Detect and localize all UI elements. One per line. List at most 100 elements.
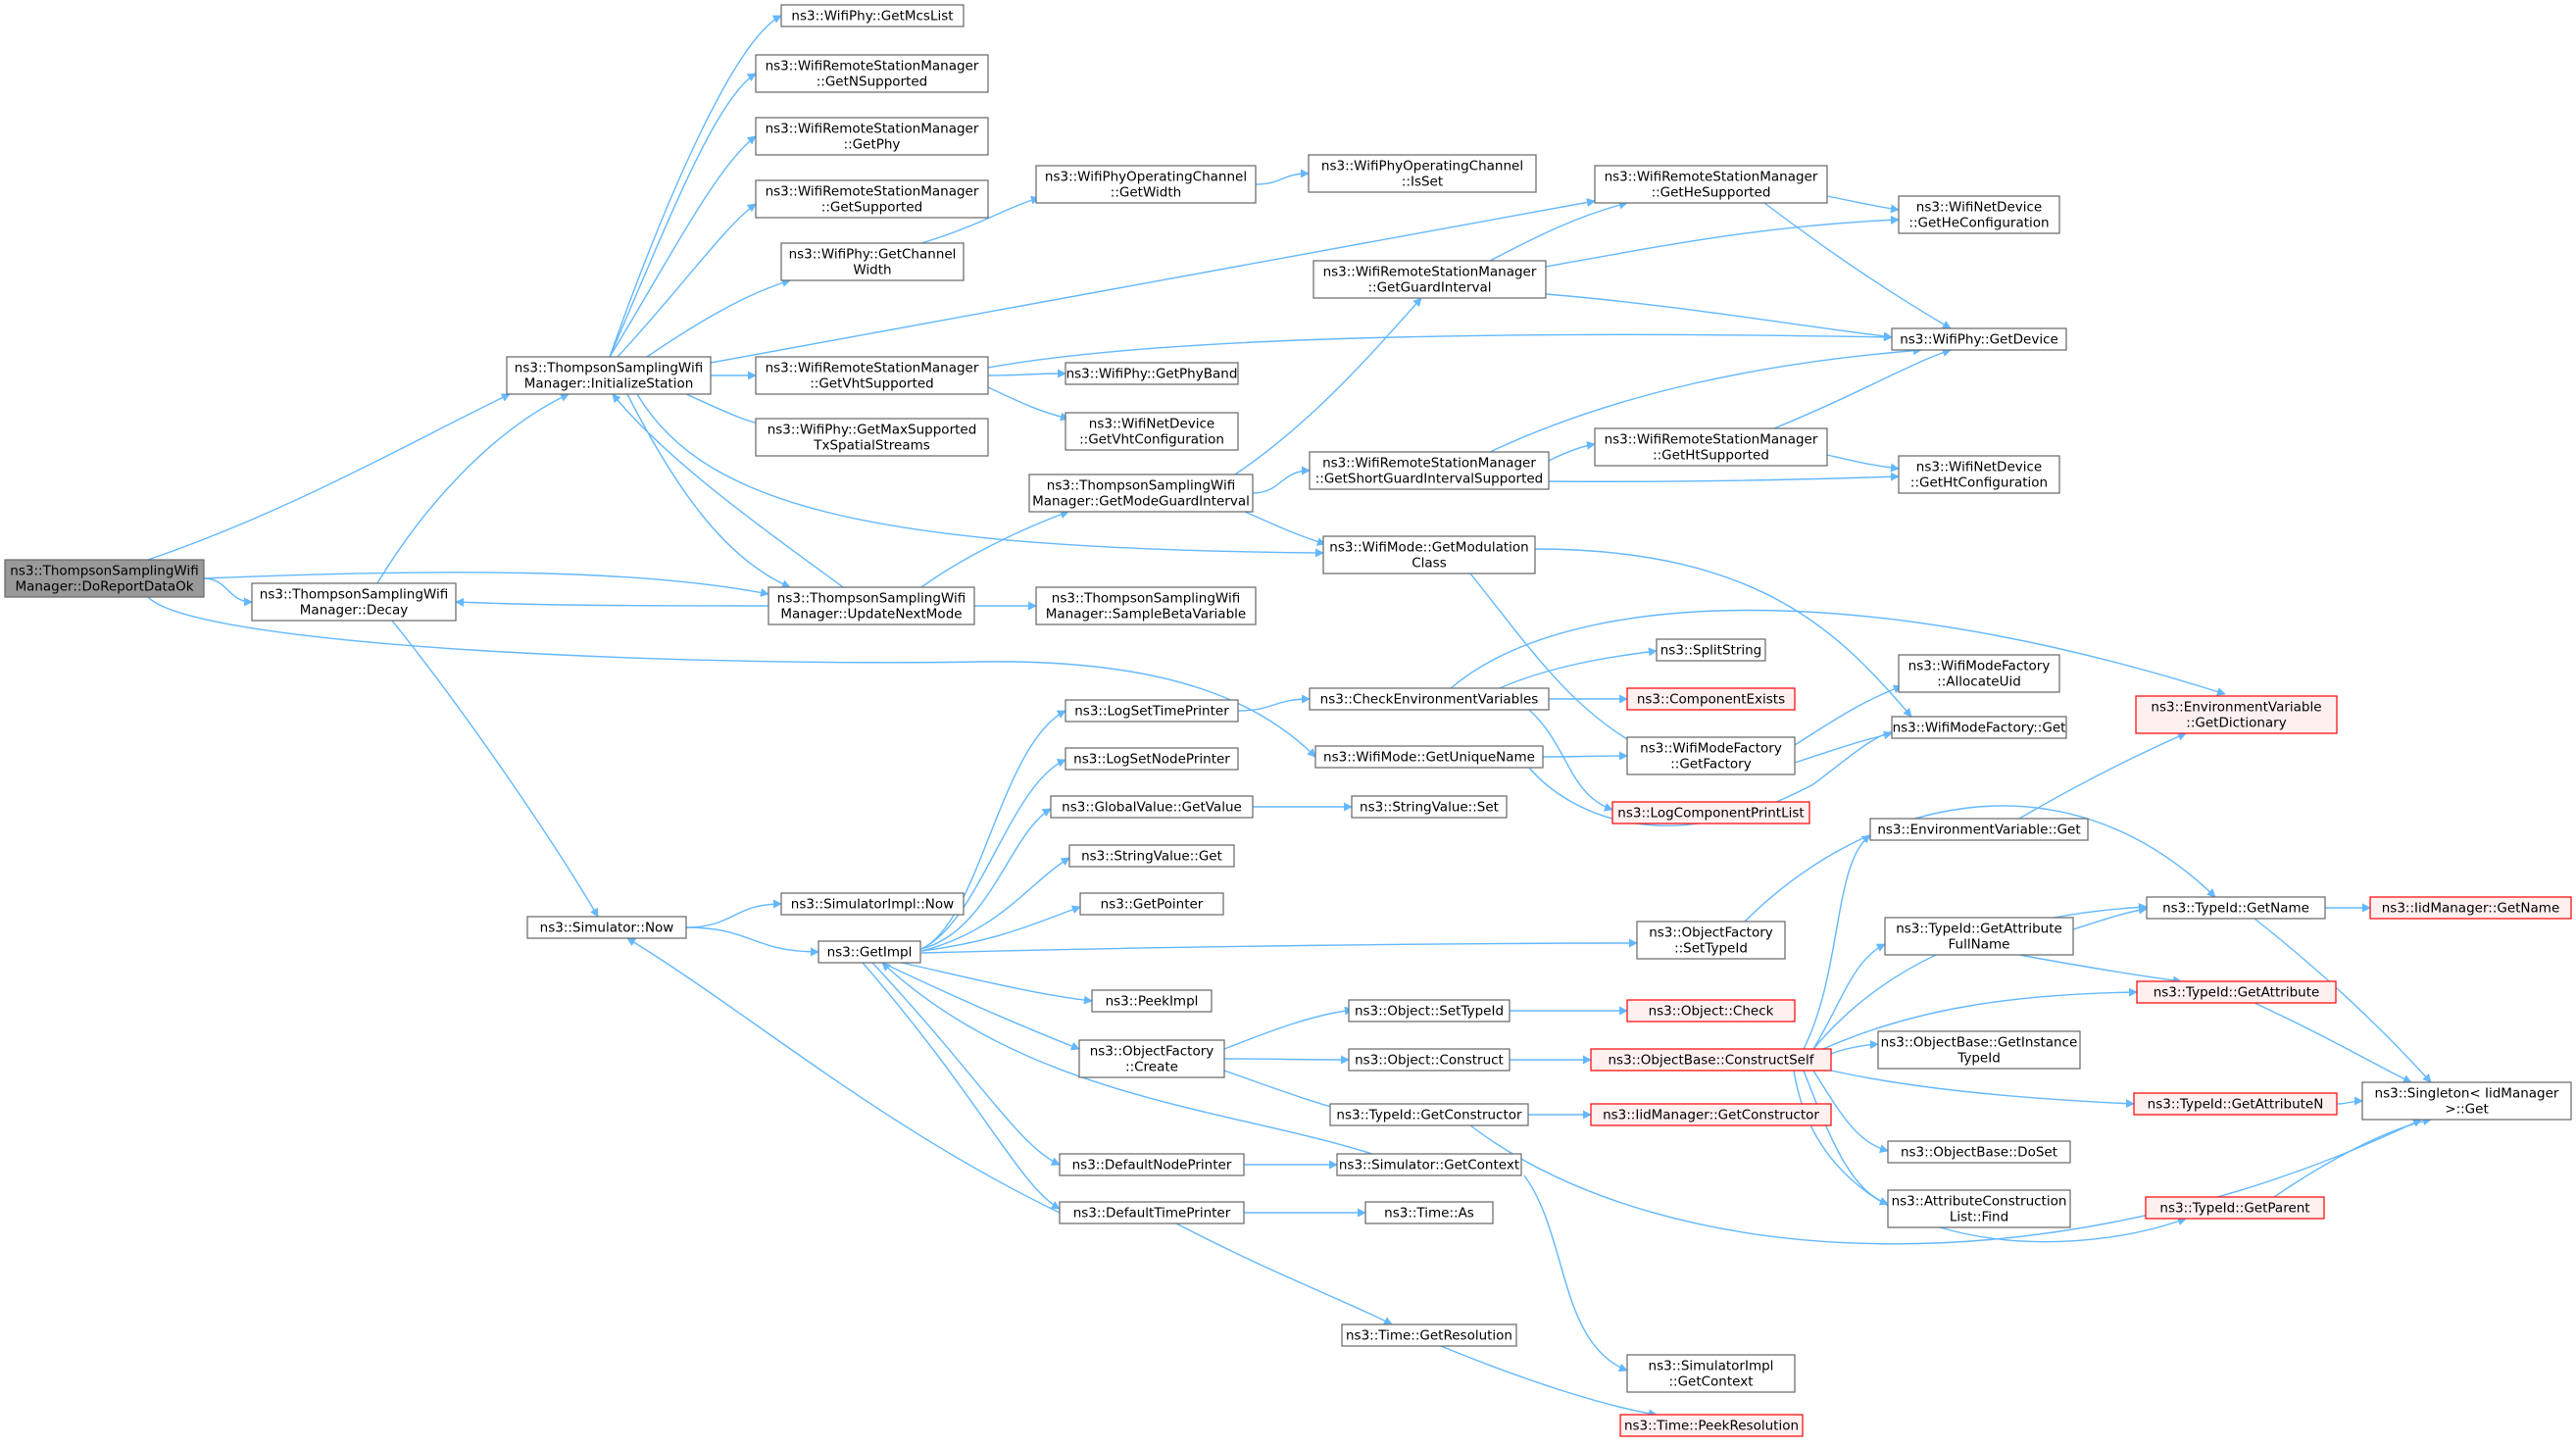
node-getphy[interactable]: ns3::WifiRemoteStationManager::GetPhy [755, 117, 989, 156]
node-logsettime[interactable]: ns3::LogSetTimePrinter [1065, 699, 1239, 723]
node-label: ns3::ThompsonSamplingWifi [260, 587, 448, 603]
node-getmodegi[interactable]: ns3::ThompsonSamplingWifiManager::GetMod… [1028, 474, 1254, 513]
node-envgetdict[interactable]: ns3::EnvironmentVariable::GetDictionary [2135, 695, 2338, 734]
node-maxss[interactable]: ns3::WifiPhy::GetMaxSupportedTxSpatialSt… [755, 418, 989, 457]
node-label: ns3::TypeId::GetAttribute [1896, 922, 2062, 937]
node-getphyband[interactable]: ns3::WifiPhy::GetPhyBand [1065, 362, 1239, 385]
node-simimplnow[interactable]: ns3::SimulatorImpl::Now [780, 892, 965, 916]
node-label: ns3::GetPointer [1101, 897, 1204, 913]
node-simimplctx[interactable]: ns3::SimulatorImpl::GetContext [1626, 1354, 1796, 1393]
node-label: ns3::WifiNetDevice [1916, 460, 2042, 475]
node-getvht[interactable]: ns3::WifiRemoteStationManager::GetVhtSup… [755, 356, 989, 395]
node-gethesup[interactable]: ns3::WifiRemoteStationManager::GetHeSupp… [1594, 165, 1828, 204]
node-samplebeta[interactable]: ns3::ThompsonSamplingWifiManager::Sample… [1035, 586, 1257, 625]
node-label: ns3::WifiPhy::GetChannel [789, 247, 957, 263]
nodes-layer: ns3::ThompsonSamplingWifiManager::DoRepo… [4, 4, 2572, 1437]
node-updnext[interactable]: ns3::ThompsonSamplingWifiManager::Update… [768, 586, 975, 625]
node-doreport[interactable]: ns3::ThompsonSamplingWifiManager::DoRepo… [4, 559, 205, 598]
node-timegetres[interactable]: ns3::Time::GetResolution [1341, 1323, 1517, 1347]
node-box [1314, 745, 1544, 769]
node-logcompprn[interactable]: ns3::LogComponentPrintList [1611, 801, 1810, 824]
node-simgetctx[interactable]: ns3::Simulator::GetContext [1336, 1153, 1522, 1176]
node-box [1884, 917, 2074, 956]
node-simnow[interactable]: ns3::Simulator::Now [526, 916, 687, 939]
node-tidgetattrn[interactable]: ns3::TypeId::GetAttributeN [2133, 1092, 2338, 1116]
node-gethtsup[interactable]: ns3::WifiRemoteStationManager::GetHtSupp… [1594, 427, 1828, 467]
node-tidgetattr[interactable]: ns3::TypeId::GetAttribute [2136, 980, 2337, 1004]
node-label: ns3::ThompsonSamplingWifi [777, 591, 966, 607]
node-objcheck[interactable]: ns3::Object::Check [1626, 999, 1796, 1023]
node-getpointer[interactable]: ns3::GetPointer [1079, 892, 1224, 916]
node-getfactory[interactable]: ns3::WifiModeFactory::GetFactory [1626, 736, 1796, 775]
node-envget[interactable]: ns3::EnvironmentVariable::Get [1869, 818, 2089, 841]
node-checkenv[interactable]: ns3::CheckEnvironmentVariables [1309, 687, 1550, 711]
node-getgi[interactable]: ns3::WifiRemoteStationManager::GetGuardI… [1313, 260, 1547, 299]
node-ofsettid[interactable]: ns3::ObjectFactory::SetTypeId [1636, 921, 1786, 960]
node-initsta[interactable]: ns3::ThompsonSamplingWifiManager::Initia… [506, 356, 712, 395]
node-allocuid[interactable]: ns3::WifiModeFactory::AllocateUid [1898, 654, 2060, 693]
node-label: Manager::Decay [300, 603, 408, 619]
node-label: ns3::CheckEnvironmentVariables [1320, 692, 1539, 708]
node-splitstr[interactable]: ns3::SplitString [1656, 638, 1766, 662]
node-getuname[interactable]: ns3::WifiMode::GetUniqueName [1314, 745, 1544, 769]
node-getnsup[interactable]: ns3::WifiRemoteStationManager::GetNSuppo… [755, 54, 989, 93]
node-label: ::GetHtConfiguration [1910, 475, 2048, 491]
node-box [1035, 165, 1257, 204]
edge-getmodegi-to-getsgi [1252, 466, 1311, 494]
node-getimpl[interactable]: ns3::GetImpl [817, 940, 921, 964]
node-label: ns3::TypeId::GetName [2162, 901, 2309, 917]
node-box [1656, 638, 1766, 662]
node-phygetdev[interactable]: ns3::WifiPhy::GetDevice [1891, 327, 2067, 351]
node-tidgetctor[interactable]: ns3::TypeId::GetConstructor [1329, 1103, 1529, 1126]
node-logsetnode[interactable]: ns3::LogSetNodePrinter [1065, 747, 1239, 771]
edge-getvht-to-phygetdev [987, 332, 1893, 369]
edge-logsettime-to-checkenv [1237, 694, 1311, 712]
node-getsgi[interactable]: ns3::WifiRemoteStationManager::GetShortG… [1309, 451, 1550, 490]
node-gethtcfg[interactable]: ns3::WifiNetDevice::GetHtConfiguration [1898, 455, 2060, 494]
node-strvget[interactable]: ns3::StringValue::Get [1068, 844, 1235, 868]
node-wmfget[interactable]: ns3::WifiModeFactory::Get [1891, 716, 2067, 739]
node-tidgetname[interactable]: ns3::TypeId::GetName [2146, 896, 2326, 920]
node-objconstr[interactable]: ns3::Object::Construct [1348, 1048, 1511, 1072]
node-objsettid[interactable]: ns3::Object::SetTypeId [1348, 999, 1511, 1023]
node-timeas[interactable]: ns3::Time::As [1364, 1201, 1494, 1224]
node-opchisset[interactable]: ns3::WifiPhyOperatingChannel::IsSet [1308, 154, 1537, 193]
edge-getimpl-to-getpointer [920, 905, 1081, 952]
node-label: ns3::WifiMode::GetModulation [1329, 540, 1528, 556]
node-getsup[interactable]: ns3::WifiRemoteStationManager::GetSuppor… [755, 179, 989, 219]
node-peekimpl[interactable]: ns3::PeekImpl [1091, 989, 1213, 1013]
node-getvhtconf[interactable]: ns3::WifiNetDevice::GetVhtConfiguration [1065, 412, 1239, 451]
node-label: ns3::WifiRemoteStationManager [766, 59, 979, 75]
node-defnodeprn[interactable]: ns3::DefaultNodePrinter [1059, 1153, 1245, 1176]
node-box [1619, 1414, 1804, 1437]
node-compexists[interactable]: ns3::ComponentExists [1626, 687, 1796, 711]
node-label: ns3::AttributeConstruction [1892, 1194, 2067, 1210]
node-box [1594, 165, 1828, 204]
node-timepeekres[interactable]: ns3::Time::PeekResolution [1619, 1414, 1804, 1437]
node-label: ns3::WifiPhyOperatingChannel [1045, 170, 1247, 185]
node-strvset[interactable]: ns3::StringValue::Set [1351, 795, 1508, 819]
node-deftimeprn[interactable]: ns3::DefaultTimePrinter [1059, 1201, 1245, 1224]
node-label: ns3::LogSetTimePrinter [1074, 704, 1229, 720]
node-obconstself[interactable]: ns3::ObjectBase::ConstructSelf [1590, 1048, 1832, 1072]
node-gvgetvalue[interactable]: ns3::GlobalValue::GetValue [1050, 795, 1254, 819]
node-iidgetctor[interactable]: ns3::IidManager::GetConstructor [1590, 1103, 1832, 1126]
node-obdoset[interactable]: ns3::ObjectBase::DoSet [1887, 1140, 2071, 1164]
node-singletonget[interactable]: ns3::Singleton< IidManager>::Get [2361, 1081, 2572, 1121]
node-getmcs[interactable]: ns3::WifiPhy::GetMcsList [780, 4, 965, 27]
node-iidgetname[interactable]: ns3::IidManager::GetName [2369, 896, 2572, 920]
node-tidgetparent[interactable]: ns3::TypeId::GetParent [2145, 1196, 2325, 1220]
node-label: ns3::GlobalValue::GetValue [1062, 800, 1242, 816]
node-opchwidth[interactable]: ns3::WifiPhyOperatingChannel::GetWidth [1035, 165, 1257, 204]
node-gethecfg[interactable]: ns3::WifiNetDevice::GetHeConfiguration [1898, 195, 2060, 234]
node-label: ::GetNSupported [817, 75, 928, 90]
node-ofcreate[interactable]: ns3::ObjectFactory::Create [1078, 1039, 1225, 1078]
node-box [768, 586, 975, 625]
